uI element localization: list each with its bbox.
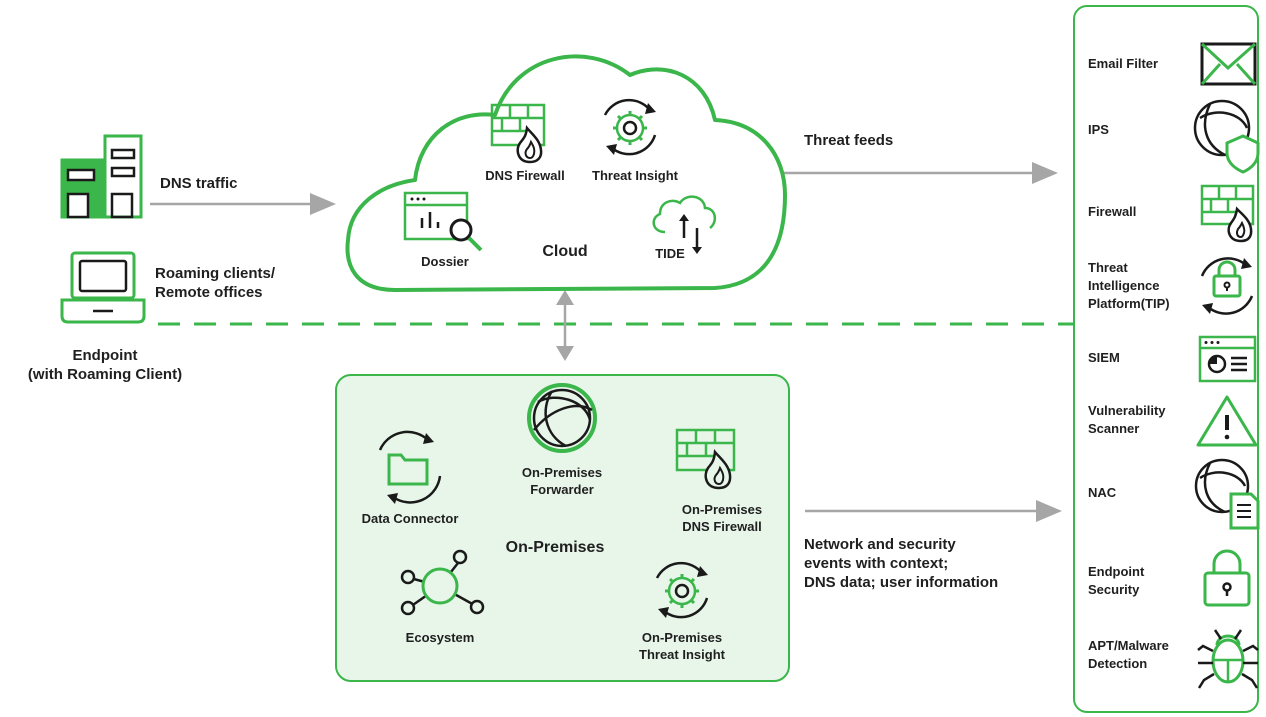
tide-cloud-sync-icon bbox=[652, 195, 717, 254]
tool-firewall-label: Firewall bbox=[1088, 204, 1137, 219]
dossier-icon bbox=[403, 191, 483, 252]
tool-apt-malware-label: APT/Malware Detection bbox=[1088, 637, 1169, 673]
globe-shield-icon bbox=[1193, 99, 1260, 174]
dns-firewall-icon bbox=[490, 103, 546, 164]
warning-icon bbox=[1196, 395, 1258, 447]
data-connector-folder-icon bbox=[378, 430, 442, 504]
forwarder-line-1: On-Premises bbox=[521, 465, 603, 480]
roaming-line-1: Roaming clients/ bbox=[155, 265, 276, 282]
dns-traffic-arrow bbox=[150, 193, 336, 215]
dns-traffic-label: DNS traffic bbox=[160, 175, 238, 192]
bug-icon bbox=[1197, 629, 1259, 689]
laptop-icon bbox=[60, 251, 146, 324]
data-connector-label: Data Connector bbox=[361, 511, 459, 526]
firewall-flame-icon bbox=[1200, 184, 1255, 243]
tool-endpoint-security-line-2: Security bbox=[1088, 582, 1140, 597]
tool-endpoint-security-label: Endpoint Security bbox=[1088, 563, 1144, 599]
envelope-icon bbox=[1200, 42, 1257, 86]
forwarder-label: On-Premises Forwarder bbox=[497, 464, 627, 498]
globe-document-icon bbox=[1194, 458, 1260, 530]
dns-firewall-label: DNS Firewall bbox=[485, 168, 565, 183]
tool-vulnerability-label: Vulnerability Scanner bbox=[1088, 402, 1166, 438]
ecosystem-network-icon bbox=[400, 549, 485, 616]
threat-insight-gear-icon bbox=[603, 98, 657, 156]
events-label: Network and security events with context… bbox=[804, 535, 998, 592]
dashboard-window-icon bbox=[1198, 335, 1257, 383]
tool-tip-line-3: Platform(TIP) bbox=[1088, 296, 1170, 311]
onprem-dns-firewall-icon bbox=[675, 428, 736, 490]
on-premises-title: On-Premises bbox=[505, 539, 605, 556]
tool-siem-label: SIEM bbox=[1088, 350, 1120, 365]
events-line-2: events with context; bbox=[804, 555, 949, 572]
tool-tip-label: Threat Intelligence Platform(TIP) bbox=[1088, 259, 1170, 313]
tool-vulnerability-line-1: Vulnerability bbox=[1088, 403, 1166, 418]
tool-apt-malware-line-1: APT/Malware bbox=[1088, 638, 1169, 653]
threat-insight-label: Threat Insight bbox=[592, 168, 678, 183]
events-arrow bbox=[805, 500, 1062, 522]
onprem-threat-insight-line-1: On-Premises bbox=[641, 630, 723, 645]
tool-apt-malware-line-2: Detection bbox=[1088, 656, 1148, 671]
roaming-line-2: Remote offices bbox=[155, 284, 263, 301]
tool-endpoint-security-line-1: Endpoint bbox=[1088, 564, 1145, 579]
tool-email-filter-label: Email Filter bbox=[1088, 56, 1159, 71]
onprem-dns-firewall-line-2: DNS Firewall bbox=[682, 519, 762, 534]
cloud-title: Cloud bbox=[542, 243, 588, 260]
ecosystem-label: Ecosystem bbox=[405, 630, 475, 645]
tide-label: TIDE bbox=[655, 246, 685, 261]
endpoint-line-1: Endpoint bbox=[72, 347, 138, 364]
dossier-label: Dossier bbox=[421, 254, 469, 269]
onprem-threat-insight-label: On-Premises Threat Insight bbox=[612, 629, 752, 663]
onprem-dns-firewall-line-1: On-Premises bbox=[681, 502, 763, 517]
forwarder-globe-icon bbox=[527, 383, 597, 453]
threat-feeds-label: Threat feeds bbox=[804, 132, 894, 149]
forwarder-line-2: Forwarder bbox=[530, 482, 594, 497]
tool-tip-line-1: Threat bbox=[1088, 260, 1128, 275]
events-line-3: DNS data; user information bbox=[804, 574, 999, 591]
roaming-clients-label: Roaming clients/ Remote offices bbox=[155, 264, 275, 302]
events-line-1: Network and security bbox=[804, 536, 956, 553]
onprem-threat-insight-line-2: Threat Insight bbox=[639, 647, 725, 662]
security-tools-panel bbox=[1073, 5, 1259, 713]
office-building-icon bbox=[60, 134, 143, 219]
onprem-dns-firewall-label: On-Premises DNS Firewall bbox=[657, 501, 787, 535]
endpoint-line-2: (with Roaming Client) bbox=[27, 366, 183, 383]
onprem-threat-insight-gear-icon bbox=[655, 561, 709, 619]
tool-ips-label: IPS bbox=[1088, 122, 1109, 137]
tool-nac-label: NAC bbox=[1088, 485, 1117, 500]
on-premises-panel bbox=[335, 374, 790, 682]
cloud-onprem-bidirectional-arrow bbox=[556, 290, 574, 361]
endpoint-label: Endpoint (with Roaming Client) bbox=[0, 346, 210, 384]
threat-feeds-arrow bbox=[778, 162, 1058, 184]
tool-tip-line-2: Intelligence bbox=[1088, 278, 1160, 293]
lock-cycle-icon bbox=[1200, 257, 1254, 315]
tool-vulnerability-line-2: Scanner bbox=[1088, 421, 1140, 436]
padlock-icon bbox=[1203, 549, 1251, 607]
